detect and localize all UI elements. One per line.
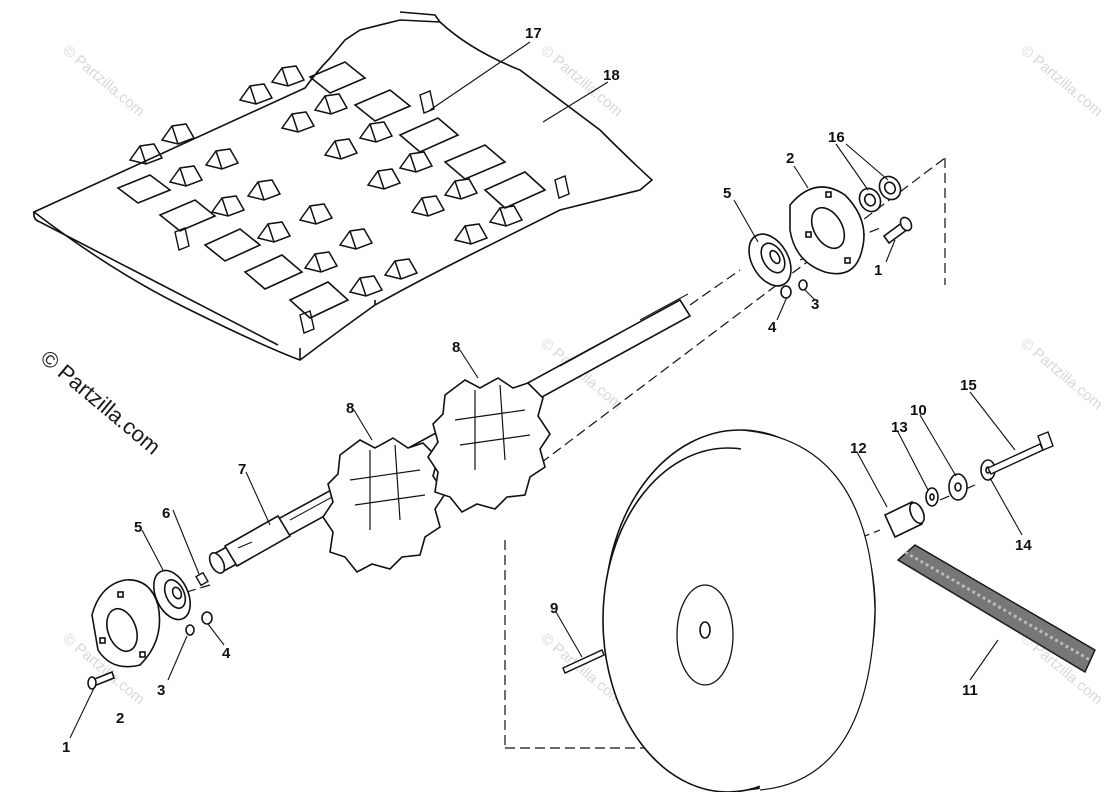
nut-washer-right <box>780 279 808 299</box>
track-lugs <box>128 65 524 297</box>
idler-wheel <box>602 429 876 792</box>
idler-bolt <box>987 431 1054 475</box>
callout-labels: 17 18 16 2 5 1 3 4 8 8 7 6 5 4 3 2 1 9 1… <box>62 25 1032 756</box>
callout-11: 11 <box>962 682 978 699</box>
washers-idler <box>925 473 968 507</box>
callout-10: 10 <box>910 402 927 419</box>
bolt-left <box>87 670 115 690</box>
callout-7: 7 <box>238 461 246 478</box>
callout-3: 3 <box>811 296 819 313</box>
track-windows <box>116 61 547 319</box>
sprocket-right <box>427 377 551 514</box>
watermark-faint: © Partzilla.com <box>59 42 147 120</box>
callout-2: 2 <box>116 710 124 727</box>
watermark-faint: © Partzilla.com <box>1017 42 1105 120</box>
callout-18: 18 <box>603 67 620 84</box>
callout-3: 3 <box>157 682 165 699</box>
callout-2: 2 <box>786 150 794 167</box>
callout-8: 8 <box>346 400 354 417</box>
callout-14: 14 <box>1015 537 1032 554</box>
callout-17: 17 <box>525 25 542 42</box>
callout-12: 12 <box>850 440 867 457</box>
callout-4: 4 <box>768 319 777 336</box>
washers-right <box>858 175 902 213</box>
callout-4: 4 <box>222 645 231 662</box>
callout-1: 1 <box>874 262 882 279</box>
spacer <box>883 500 925 539</box>
callout-9: 9 <box>550 600 558 617</box>
track-belt <box>32 11 654 361</box>
grease-fitting-left <box>195 571 209 587</box>
callout-16: 16 <box>828 129 845 146</box>
callout-6: 6 <box>162 505 170 522</box>
callout-1: 1 <box>62 739 70 756</box>
nut-washer-left <box>185 611 213 636</box>
idler-pin <box>562 649 605 674</box>
bearing-right <box>748 233 792 287</box>
track-clips <box>174 90 570 334</box>
bearing-left <box>153 569 191 621</box>
sprocket-left <box>322 437 446 574</box>
bolt-right <box>882 216 913 245</box>
watermark-faint: © Partzilla.com <box>1017 335 1105 413</box>
callout-15: 15 <box>960 377 977 394</box>
wear-strip <box>896 544 1096 674</box>
callout-8: 8 <box>452 339 460 356</box>
callout-5: 5 <box>723 185 731 202</box>
callout-5: 5 <box>134 519 142 536</box>
callout-13: 13 <box>891 419 908 436</box>
flange-left <box>91 579 161 668</box>
leader-lines <box>69 41 1023 739</box>
flange-right <box>789 186 865 275</box>
